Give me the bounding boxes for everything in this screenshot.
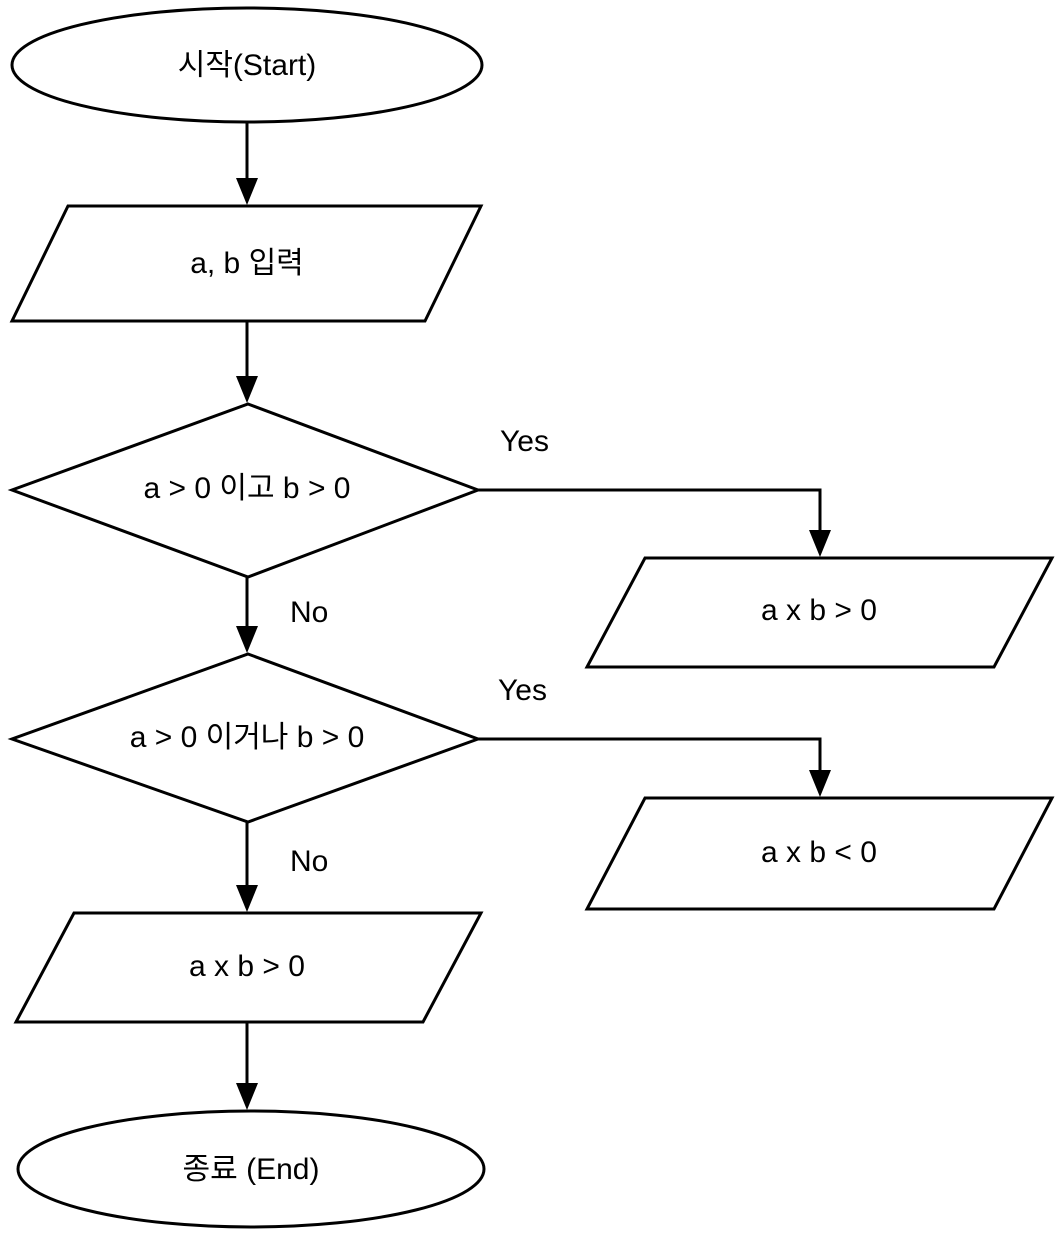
input-label: a, b 입력 <box>190 247 304 280</box>
connector-decision1-yes: Yes <box>478 425 831 557</box>
end-label: 종료 (End) <box>183 1153 320 1186</box>
output-yes2-label: a x b < 0 <box>761 836 877 869</box>
decision2-yes-label: Yes <box>498 674 547 707</box>
connector-line-segment <box>478 488 822 544</box>
connector-start-to-input <box>236 122 258 205</box>
input-parallelogram-outline <box>9 204 484 323</box>
connector-decision1-no: No <box>236 577 328 653</box>
decision2-label: a > 0 이거나 b > 0 <box>130 721 365 754</box>
decision1-label: a > 0 이고 b > 0 <box>144 472 351 505</box>
arrow-head-down-icon <box>236 178 258 205</box>
connector-input-to-decision1 <box>236 321 258 403</box>
output-no-label: a x b > 0 <box>189 950 305 983</box>
connector-output-no-to-end <box>236 1022 258 1110</box>
arrow-head-down-icon <box>236 1083 258 1110</box>
output-no-parallelogram-outline <box>13 911 484 1024</box>
connector-decision2-yes: Yes <box>478 674 831 797</box>
connector-decision2-no: No <box>236 822 328 912</box>
arrow-head-down-icon <box>809 530 831 557</box>
end-ellipse-outline <box>16 1109 486 1229</box>
decision1-no-label: No <box>290 596 328 629</box>
node-start[interactable]: 시작(Start) <box>10 6 484 124</box>
connector-line-segment <box>478 737 822 784</box>
decision2-no-label: No <box>290 845 328 878</box>
node-output-no[interactable]: a x b > 0 <box>13 911 484 1024</box>
node-output-yes2[interactable]: a x b < 0 <box>584 796 1055 911</box>
node-output-yes1[interactable]: a x b > 0 <box>584 556 1055 669</box>
arrow-head-down-icon <box>236 376 258 403</box>
start-label: 시작(Start) <box>178 49 317 82</box>
node-end[interactable]: 종료 (End) <box>16 1109 486 1229</box>
output-yes1-label: a x b > 0 <box>761 594 877 627</box>
node-decision2[interactable]: a > 0 이거나 b > 0 <box>7 652 483 824</box>
output-yes1-parallelogram-outline <box>584 556 1055 669</box>
arrow-head-down-icon <box>809 770 831 797</box>
arrow-head-down-icon <box>236 885 258 912</box>
decision1-yes-label: Yes <box>500 425 549 458</box>
output-yes2-parallelogram-outline <box>584 796 1055 911</box>
arrow-head-down-icon <box>236 626 258 653</box>
node-input[interactable]: a, b 입력 <box>9 204 484 323</box>
node-decision1[interactable]: a > 0 이고 b > 0 <box>7 402 483 579</box>
